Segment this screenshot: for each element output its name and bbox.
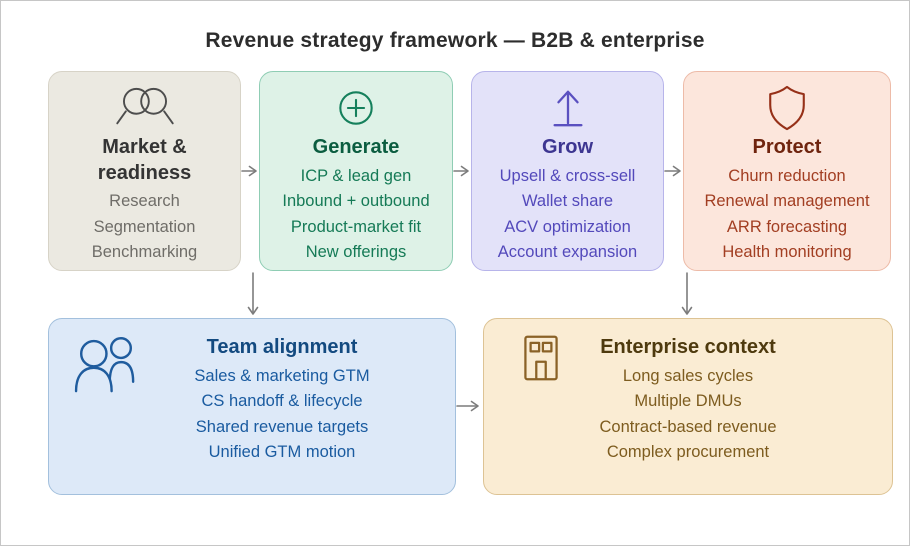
card-item: CS handoff & lifecycle: [201, 392, 363, 411]
card-item: Contract-based revenue: [599, 417, 777, 436]
card-item: Churn reduction: [728, 166, 846, 185]
card-item: Benchmarking: [91, 243, 198, 262]
card-item: ACV optimization: [504, 217, 631, 236]
card-item: ICP & lead gen: [300, 166, 412, 185]
card-title: Grow: [541, 136, 594, 158]
card-item: Account expansion: [497, 243, 638, 262]
card-team-alignment: Team alignment Sales & marketing GTM CS …: [48, 318, 456, 495]
card-title: Team alignment: [206, 336, 358, 358]
diagram-title: Revenue strategy framework — B2B & enter…: [205, 29, 705, 52]
card-item: Product-market fit: [290, 217, 422, 236]
card-body: Enterprise context Long sales cycles Mul…: [484, 319, 892, 494]
card-item: Segmentation: [93, 217, 196, 236]
card-items: Sales & marketing GTM CS handoff & lifec…: [109, 364, 455, 466]
card-item: Upsell & cross-sell: [499, 166, 636, 185]
card-item: New offerings: [305, 243, 407, 262]
arrow-generate-to-grow: [453, 165, 469, 177]
card-items: Churn reduction Renewal management ARR f…: [704, 164, 869, 266]
arrow-grow-to-protect: [664, 165, 681, 177]
card-item: Inbound + outbound: [282, 192, 430, 211]
card-enterprise-context: Enterprise context Long sales cycles Mul…: [483, 318, 893, 495]
card-item: Complex procurement: [606, 443, 770, 462]
card-items: ICP & lead gen Inbound + outbound Produc…: [282, 164, 429, 266]
card-item: Sales & marketing GTM: [194, 366, 370, 385]
card-item: ARR forecasting: [726, 217, 848, 236]
card-market-readiness: Market & readiness Research Segmentation…: [48, 71, 241, 271]
arrow-market-to-generate: [241, 165, 257, 177]
arrow-up-from-line-icon: [548, 85, 588, 131]
card-item: Research: [109, 192, 180, 211]
card-item: Renewal management: [704, 192, 870, 211]
card-grow: Grow Upsell & cross-sell Wallet share AC…: [471, 71, 664, 271]
arrow-top-to-team: [247, 272, 259, 315]
card-title: Enterprise context: [600, 336, 776, 358]
plus-circle-icon: [337, 85, 375, 131]
people-pair-icon: [112, 85, 178, 131]
building-icon: [524, 335, 558, 386]
card-items: Research Segmentation Benchmarking: [92, 189, 197, 266]
card-protect: Protect Churn reduction Renewal manageme…: [683, 71, 891, 271]
card-item: Multiple DMUs: [634, 392, 742, 411]
people-group-icon: [73, 335, 139, 398]
card-title: Generate: [312, 136, 400, 158]
arrow-protect-to-enterprise: [681, 272, 693, 315]
card-item: Wallet share: [521, 192, 614, 211]
card-items: Upsell & cross-sell Wallet share ACV opt…: [498, 164, 637, 266]
arrow-team-to-enterprise: [456, 400, 479, 412]
card-item: Health monitoring: [722, 243, 852, 262]
shield-icon: [767, 85, 807, 131]
card-title: Protect: [752, 136, 822, 158]
card-item: Long sales cycles: [622, 366, 754, 385]
card-items: Long sales cycles Multiple DMUs Contract…: [484, 364, 892, 466]
card-item: Shared revenue targets: [195, 417, 369, 436]
card-generate: Generate ICP & lead gen Inbound + outbou…: [259, 71, 453, 271]
card-title: Market & readiness: [97, 136, 192, 184]
card-item: Unified GTM motion: [208, 443, 356, 462]
card-body: Team alignment Sales & marketing GTM CS …: [49, 319, 455, 494]
